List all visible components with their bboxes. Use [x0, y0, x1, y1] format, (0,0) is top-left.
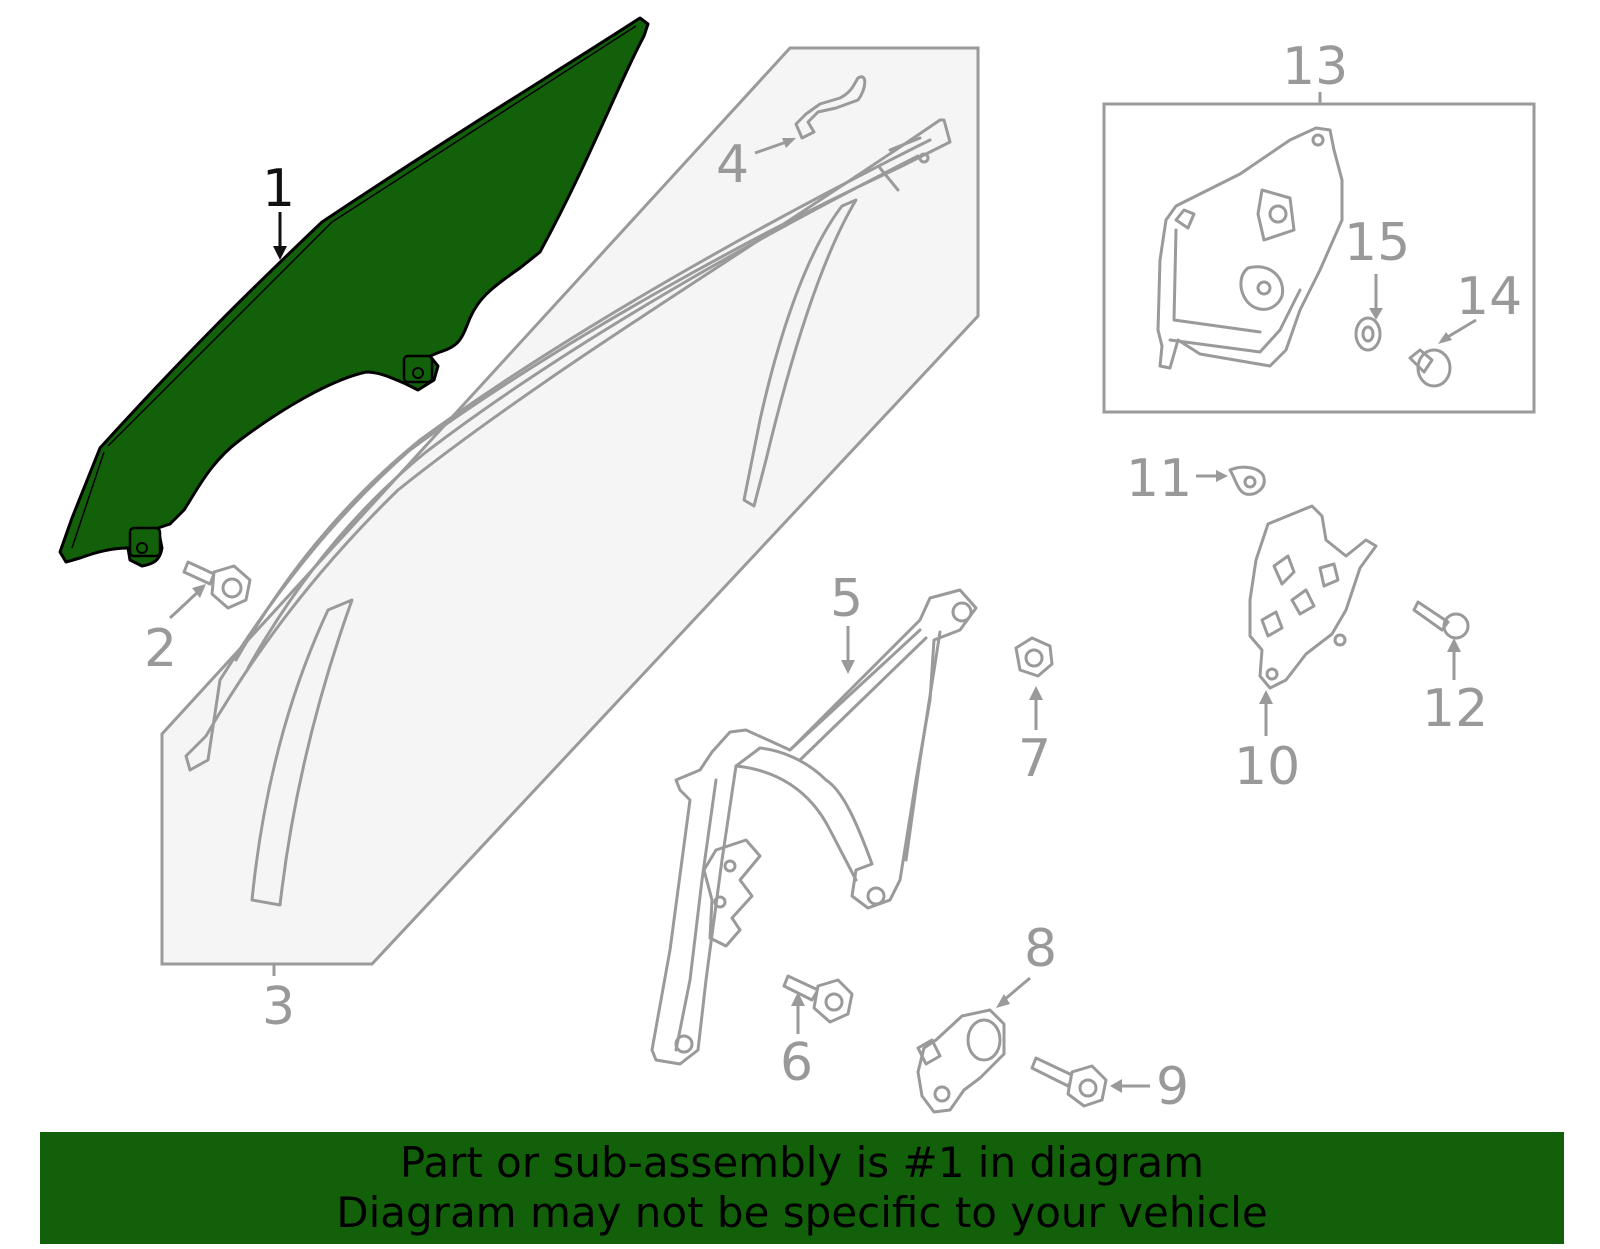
part-3-channel[interactable]	[184, 118, 952, 907]
callout-3[interactable]: 3	[262, 977, 295, 1037]
arrow-2	[192, 584, 206, 598]
banner-line-2: Diagram may not be specific to your vehi…	[336, 1188, 1268, 1237]
arrow-5	[841, 660, 855, 674]
arrow-6	[791, 992, 805, 1006]
callout-11[interactable]: 11	[1126, 449, 1192, 509]
callout-13[interactable]: 13	[1282, 37, 1348, 97]
leader-8	[1003, 976, 1031, 1002]
arrow-9	[1110, 1079, 1122, 1093]
callout-14[interactable]: 14	[1456, 267, 1522, 327]
arrow-4	[782, 138, 796, 148]
callout-4[interactable]: 4	[716, 135, 749, 195]
part-14-pin[interactable]	[1408, 348, 1452, 388]
arrow-1	[273, 246, 287, 260]
part-11-clip[interactable]	[1228, 465, 1266, 496]
part-6-bolt[interactable]	[782, 974, 854, 1024]
banner-line-1: Part or sub-assembly is #1 in diagram	[399, 1138, 1205, 1187]
callout-10[interactable]: 10	[1234, 737, 1300, 797]
leader-14	[1445, 318, 1477, 340]
callout-8[interactable]: 8	[1024, 919, 1057, 979]
part-10-bracket[interactable]	[1248, 504, 1378, 690]
callout-9[interactable]: 9	[1156, 1057, 1189, 1117]
part-8-drum[interactable]	[916, 1008, 1006, 1114]
callout-12[interactable]: 12	[1422, 679, 1488, 739]
callout-5[interactable]: 5	[830, 569, 863, 629]
part-15-washer[interactable]	[1354, 316, 1382, 352]
part-3-panel	[160, 46, 980, 966]
arrow-14	[1438, 332, 1452, 344]
callout-15[interactable]: 15	[1344, 213, 1410, 273]
arrow-11	[1216, 470, 1228, 482]
leader-2	[168, 588, 202, 620]
part-13-box	[1102, 102, 1536, 414]
part-12-bolt[interactable]	[1412, 600, 1470, 640]
arrow-10	[1259, 690, 1273, 704]
part-4-clip[interactable]	[794, 75, 867, 140]
callout-1[interactable]: 1	[262, 159, 295, 219]
part-13-module[interactable]	[1156, 126, 1344, 370]
arrow-15	[1369, 308, 1383, 320]
callout-7[interactable]: 7	[1018, 729, 1051, 789]
arrow-8	[996, 994, 1010, 1008]
arrow-7	[1029, 686, 1043, 700]
callout-2[interactable]: 2	[144, 619, 177, 679]
callout-6[interactable]: 6	[780, 1033, 813, 1093]
info-banner: Part or sub-assembly is #1 in diagram Di…	[40, 1132, 1564, 1244]
part-2-bolt[interactable]	[182, 560, 252, 610]
part-9-bolt[interactable]	[1030, 1056, 1108, 1108]
part-1-door-glass[interactable]	[58, 16, 650, 568]
arrow-12	[1447, 638, 1461, 652]
part-5-regulator[interactable]	[650, 588, 978, 1066]
part-7-nut[interactable]	[1014, 636, 1054, 678]
